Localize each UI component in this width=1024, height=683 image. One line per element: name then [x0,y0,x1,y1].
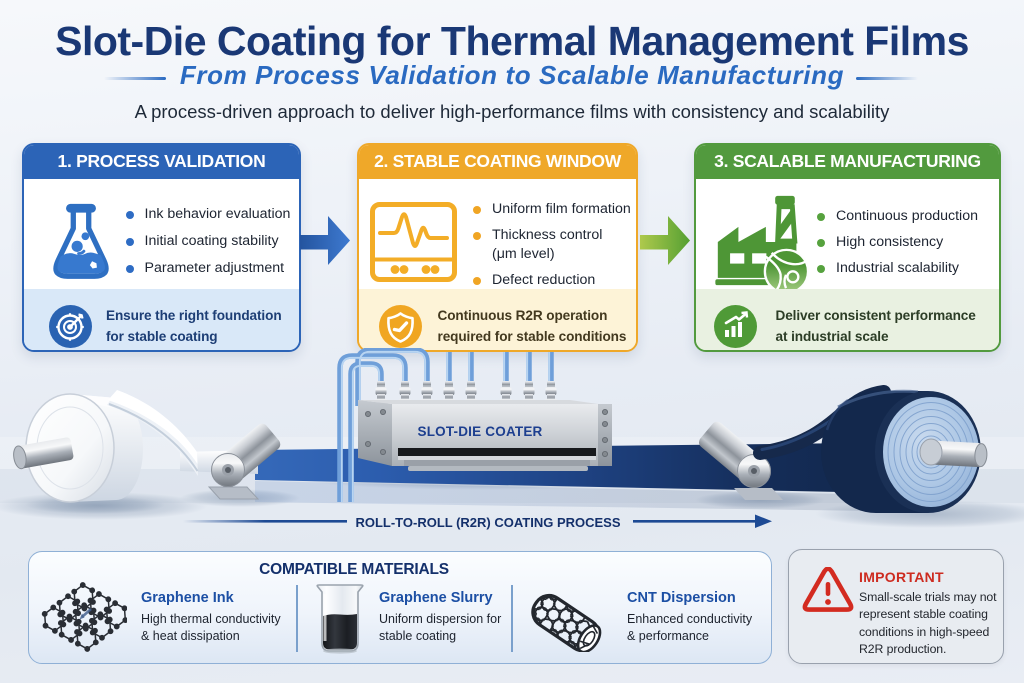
svg-text:ROLL-TO-ROLL (R2R) COATING PRO: ROLL-TO-ROLL (R2R) COATING PROCESS [355,515,620,530]
svg-text:SLOT-DIE COATER: SLOT-DIE COATER [417,424,542,439]
